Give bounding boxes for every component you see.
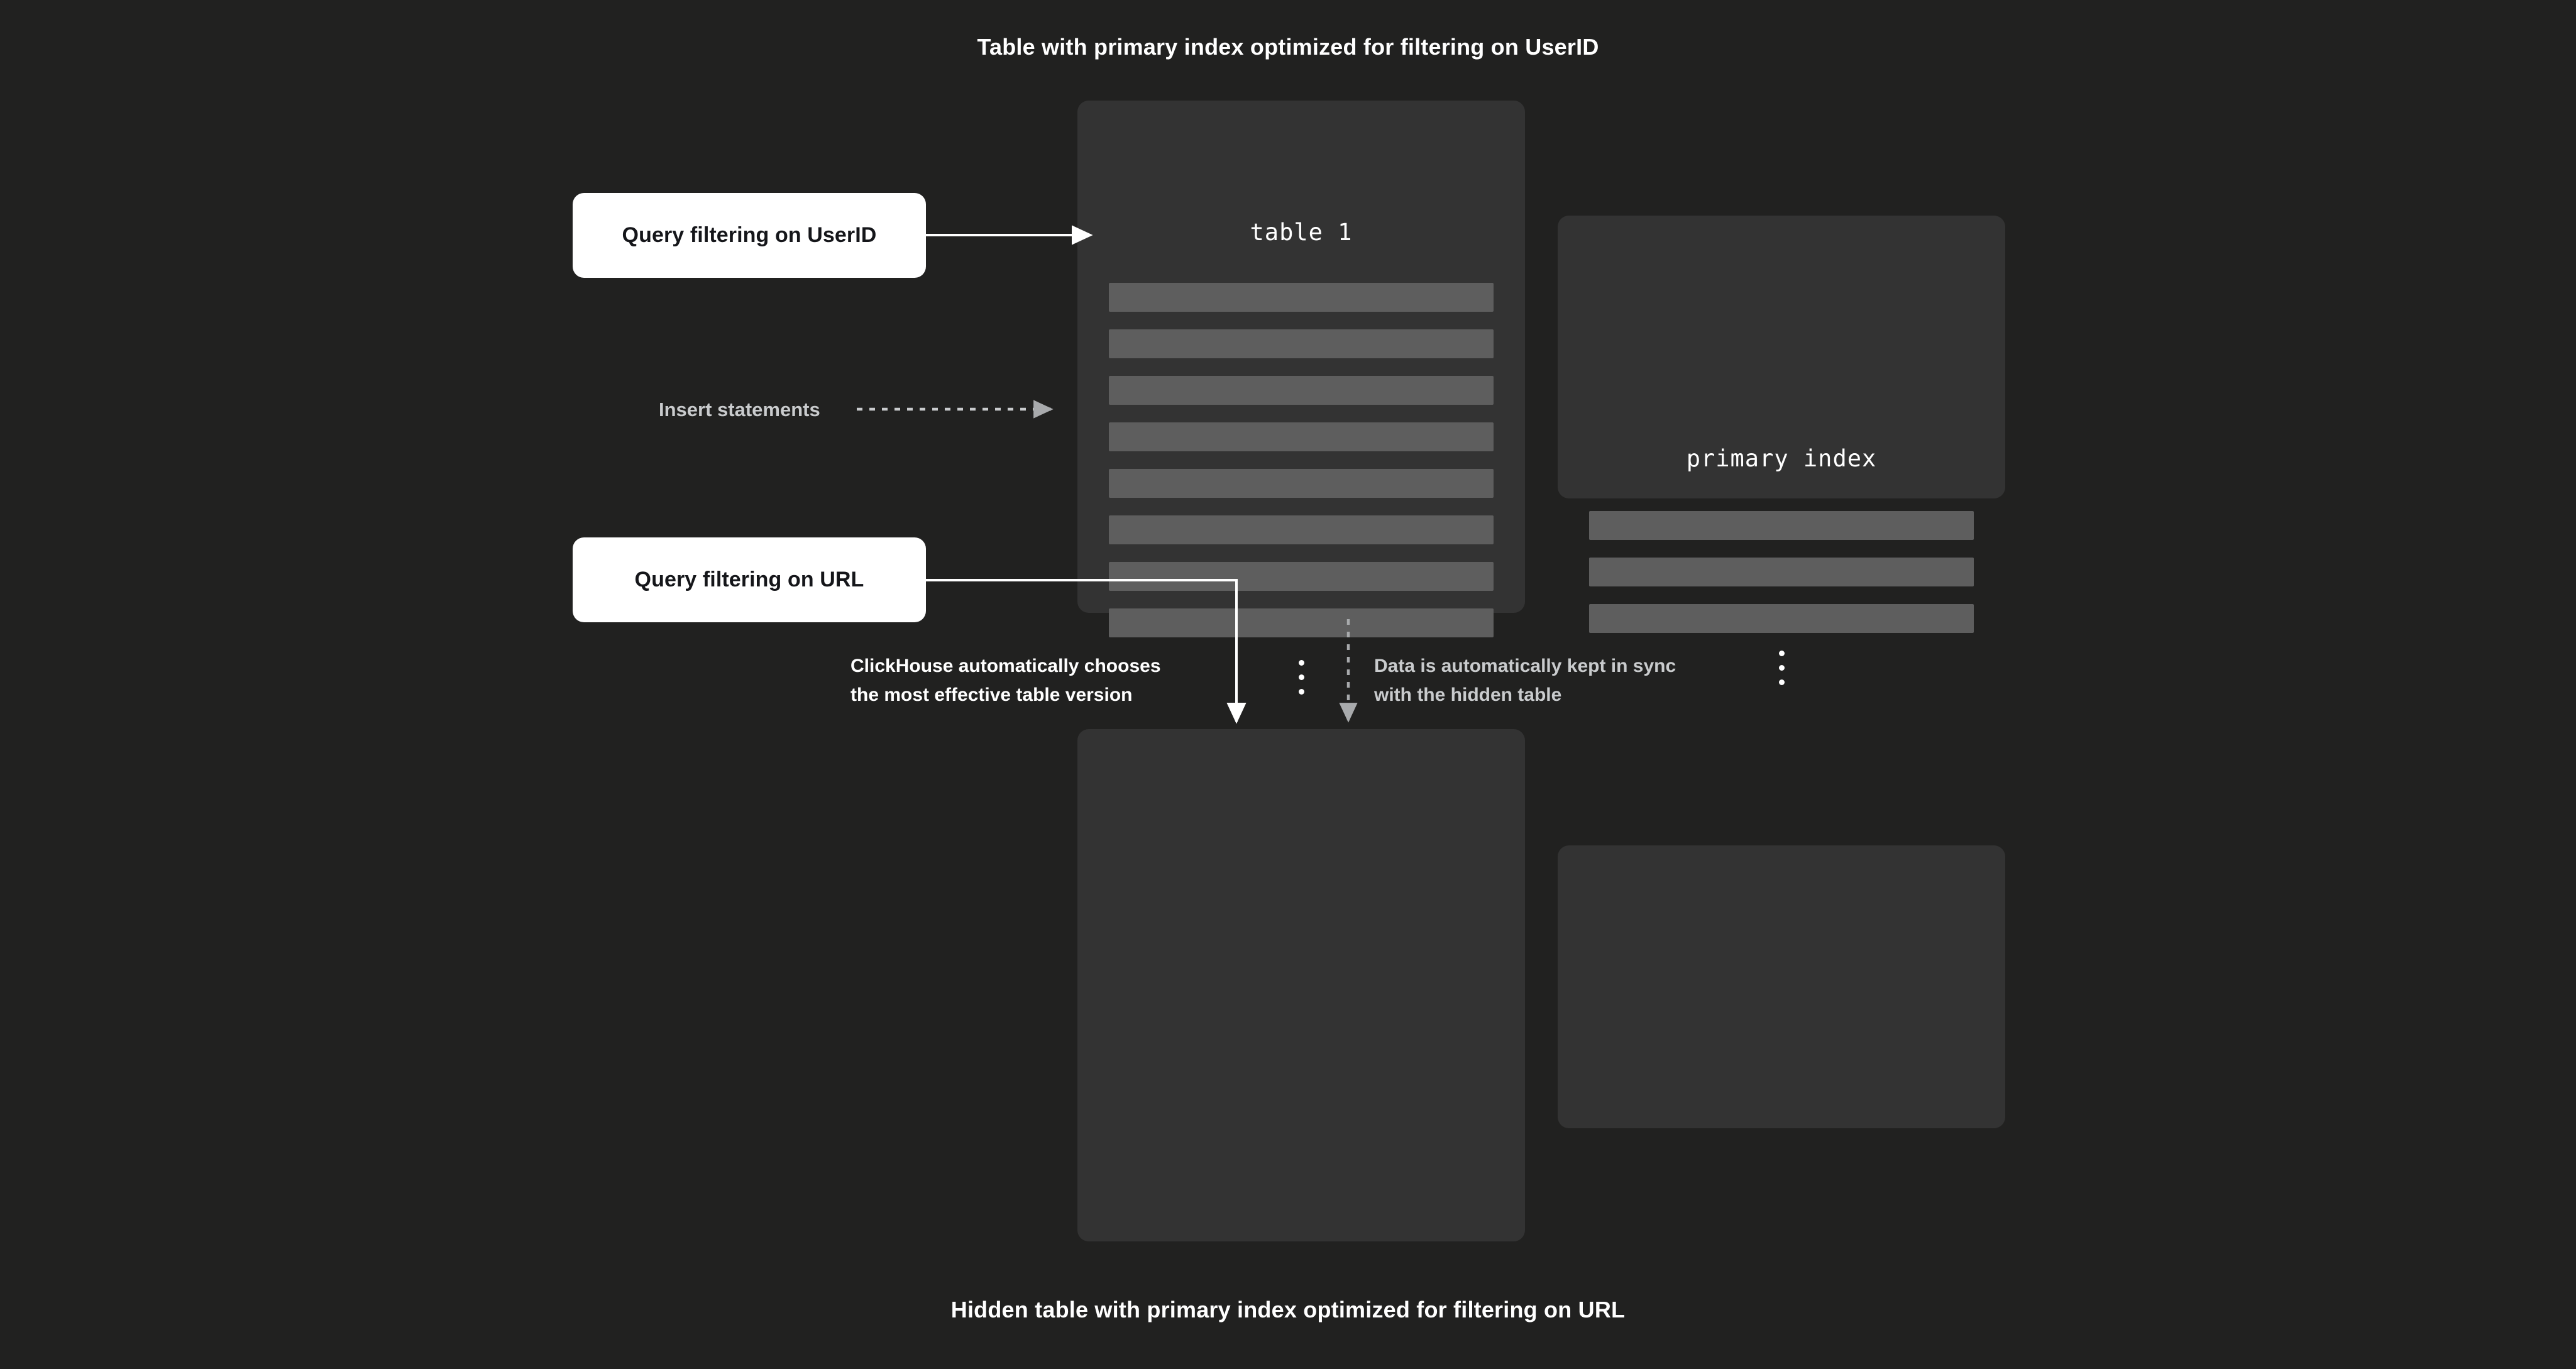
insert-statements-label: Insert statements — [659, 399, 820, 421]
table-1-card: table 1 — [1077, 101, 1525, 695]
top-caption: Table with primary index optimized for f… — [977, 34, 1599, 60]
table-row — [1109, 329, 1494, 358]
primary-index-top-rows — [1558, 511, 2005, 633]
table-row — [1109, 283, 1494, 312]
query-filtering-url-label: Query filtering on URL — [634, 568, 864, 591]
table-row — [1109, 608, 1494, 637]
primary-index-top-card: primary index — [1558, 216, 2005, 685]
vertical-ellipsis-icon — [1558, 651, 2005, 685]
table-row — [1109, 562, 1494, 591]
vertical-ellipsis-icon — [1077, 660, 1525, 695]
query-filtering-userid-callout[interactable]: Query filtering on UserID — [573, 193, 926, 278]
bottom-caption: Hidden table with primary index optimize… — [950, 1297, 1626, 1322]
hidden-table-card: hidden table — [1077, 729, 1525, 1241]
data-sync-label: Data is automatically kept in sync with … — [1374, 656, 1676, 705]
query-filtering-url-callout[interactable]: Query filtering on URL — [573, 537, 926, 622]
table-1-rows — [1077, 283, 1525, 637]
primary-index-top-title: primary index — [1686, 445, 1877, 472]
table-row — [1109, 422, 1494, 451]
table-row — [1589, 511, 1974, 540]
table-1-title: table 1 — [1250, 219, 1353, 246]
clickhouse-chooses-label: ClickHouse automatically chooses the mos… — [850, 656, 1161, 705]
table-row — [1109, 376, 1494, 405]
primary-index-bottom-card: primary index — [1558, 845, 2005, 1128]
table-row — [1109, 515, 1494, 544]
query-filtering-userid-label: Query filtering on UserID — [622, 223, 877, 247]
table-row — [1109, 469, 1494, 498]
table-row — [1589, 604, 1974, 633]
table-row — [1589, 558, 1974, 586]
